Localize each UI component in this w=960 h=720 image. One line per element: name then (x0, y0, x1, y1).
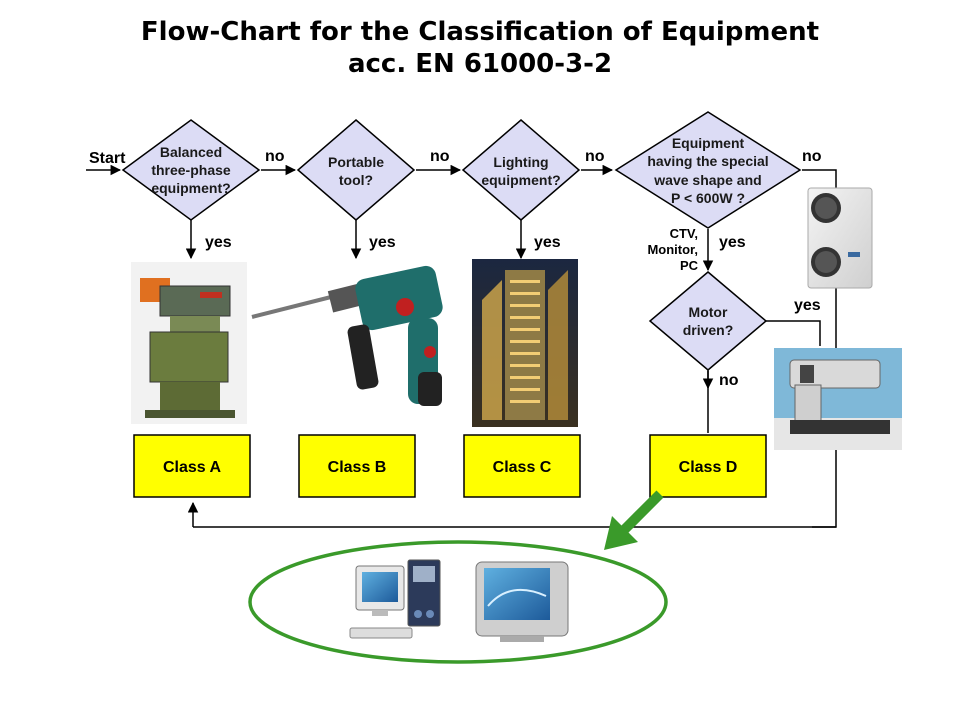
start-label: Start (89, 150, 126, 167)
class-d-examples-ellipse (248, 540, 668, 664)
decision-text: equipment? (151, 180, 230, 196)
decision-balanced-three-phase: Balanced three-phase equipment? (121, 119, 261, 221)
decision-text: three-phase (151, 162, 231, 178)
decision-text: driven? (683, 322, 734, 338)
yes-label: yes (205, 234, 232, 251)
class-label: Class D (679, 459, 738, 476)
no-label: no (585, 148, 605, 165)
side-note-ctv: CTV, (670, 226, 698, 241)
class-d-box: Class D (649, 434, 767, 498)
industrial-sewing-machine-photo (774, 348, 902, 450)
yes-label: yes (794, 297, 821, 314)
side-note-monitor: Monitor, (647, 242, 698, 257)
band-saw-photo (131, 262, 247, 424)
decision-text: Lighting (493, 154, 548, 170)
class-a-box: Class A (133, 434, 251, 498)
class-label: Class B (328, 459, 387, 476)
decision-lighting-equipment: Lighting equipment? (461, 119, 581, 221)
class-label: Class C (493, 459, 552, 476)
power-drill-photo (251, 265, 443, 406)
lit-building-photo (472, 259, 578, 427)
no-label: no (430, 148, 450, 165)
line-d5-yes (766, 320, 821, 346)
decision-text: Equipment (672, 135, 745, 151)
yes-label: yes (719, 234, 746, 251)
no-label: no (265, 148, 285, 165)
decision-text: equipment? (481, 172, 560, 188)
side-note-pc: PC (680, 258, 699, 273)
decision-text: wave shape and (653, 172, 761, 188)
decision-special-wave-shape: Equipment having the special wave shape … (614, 111, 802, 229)
no-label: no (802, 148, 822, 165)
class-c-box: Class C (463, 434, 581, 498)
class-b-box: Class B (298, 434, 416, 498)
green-pointer-arrow (604, 490, 664, 550)
television-icon (475, 561, 569, 642)
page-subtitle: acc. EN 61000-3-2 (347, 49, 613, 79)
decision-text: tool? (339, 172, 373, 188)
no-label: no (719, 372, 739, 389)
desktop-pc-icon (349, 559, 441, 639)
decision-text: Balanced (160, 144, 222, 160)
decision-portable-tool: Portable tool? (296, 119, 416, 221)
yes-label: yes (534, 234, 561, 251)
air-conditioner-photo (807, 187, 873, 289)
decision-motor-driven: Motor driven? (648, 271, 768, 371)
decision-text: Portable (328, 154, 384, 170)
page-title: Flow-Chart for the Classification of Equ… (140, 17, 820, 47)
decision-text: having the special (647, 153, 768, 169)
decision-text: Motor (689, 304, 728, 320)
yes-label: yes (369, 234, 396, 251)
class-label: Class A (163, 459, 222, 476)
decision-text: P < 600W ? (671, 190, 745, 206)
